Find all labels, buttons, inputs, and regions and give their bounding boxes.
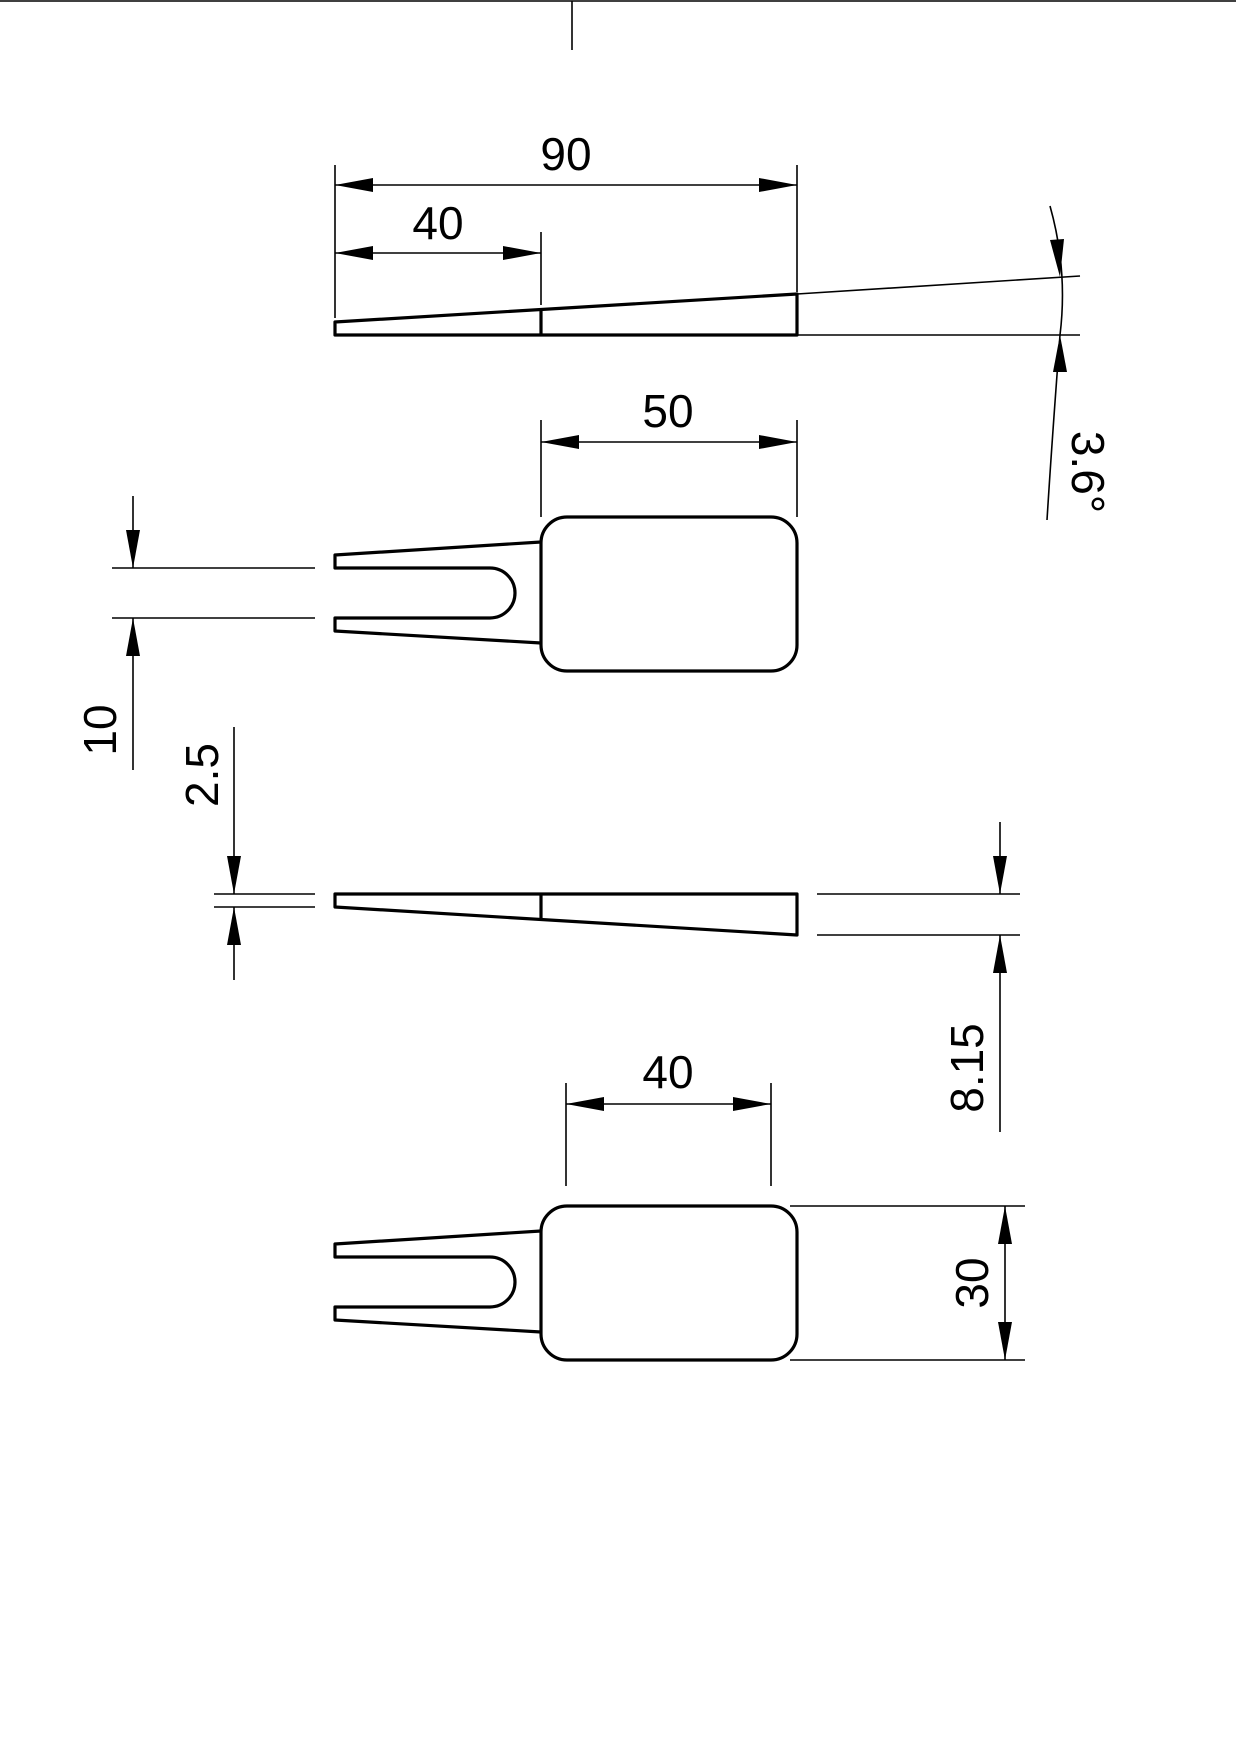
arrowhead [759,178,797,192]
dim-slot-width-label: 10 [74,704,126,755]
bottom-view-tees: 40 30 [333,1046,1025,1362]
dim-tip-thickness-label: 2.5 [176,743,228,807]
top-view-tees: 50 10 [74,385,799,770]
side-view-top: 90 40 3.6° [333,128,1114,521]
side-view-lower: 2.5 8.15 [176,727,1020,1132]
arrowhead [993,935,1007,973]
arrowhead [503,246,541,260]
arrowhead [335,178,373,192]
arrowhead [998,1322,1012,1360]
dim-head-width-label: 30 [946,1257,998,1308]
arrowhead [227,856,241,894]
fork-outline [333,540,542,645]
arrowhead [1053,335,1067,372]
arrowhead [998,1206,1012,1244]
arrowhead [126,618,140,656]
arrowhead [566,1097,604,1111]
dim-head-thickness-label: 8.15 [941,1023,993,1113]
dim-taper-start-label: 40 [412,197,463,249]
dim-slope-angle-label: 3.6° [1062,431,1114,513]
arrowhead [335,246,373,260]
arrowhead [733,1097,771,1111]
fork-outline [333,1229,542,1334]
head-plate [539,1204,799,1362]
arrowhead [227,907,241,945]
arrowhead [993,856,1007,894]
dim-overall-length-label: 90 [540,128,591,180]
arrowhead [541,435,579,449]
arrowhead [1050,239,1064,277]
arrowhead [126,530,140,568]
angle-ext-line [796,275,1081,295]
dim-head-length-label: 40 [642,1046,693,1098]
head-plate [539,515,799,673]
arrowhead [759,435,797,449]
wedge-profile [333,892,799,937]
wedge-profile [333,292,799,337]
dim-head-length-label: 50 [642,385,693,437]
